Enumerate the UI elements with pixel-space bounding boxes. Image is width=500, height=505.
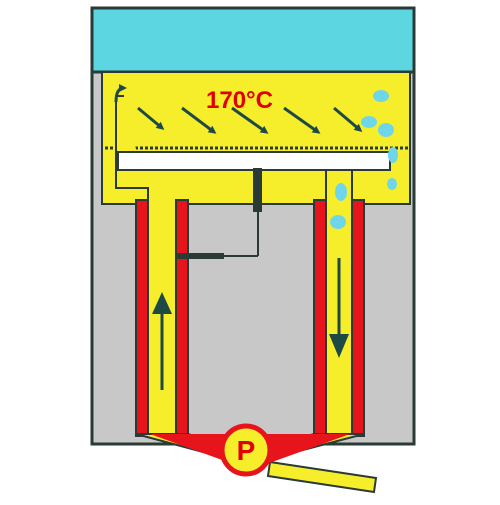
diagonal-arrow-icon: [181, 106, 217, 134]
outlet-pipe: [266, 460, 378, 494]
bubble: [388, 147, 398, 163]
arrow-up-head: [152, 292, 172, 314]
left-riser-fill: [149, 170, 175, 204]
curved-arrow-icon: [114, 84, 127, 103]
water-layer: [90, 6, 416, 74]
bubble: [361, 116, 377, 128]
sensor-element: [176, 253, 224, 259]
bubble: [335, 183, 347, 201]
temperature-label: 170°C: [206, 87, 273, 114]
bubble: [330, 215, 346, 229]
pump-label: P: [237, 435, 256, 466]
left-riser: [115, 95, 149, 202]
diagonal-arrow-icon: [231, 106, 269, 134]
pump-icon: [219, 423, 273, 477]
diagonal-arrow-icon: [137, 106, 165, 130]
thermostat-probe: [253, 168, 262, 212]
flow-arrows: [137, 106, 363, 134]
bubble: [387, 178, 397, 190]
diagonal-arrow-icon: [333, 106, 363, 132]
bubble: [373, 90, 389, 102]
diagonal-arrow-icon: [283, 106, 321, 134]
bubble: [378, 123, 394, 137]
arrow-down-head: [329, 334, 349, 358]
filter-plate: [117, 151, 391, 171]
